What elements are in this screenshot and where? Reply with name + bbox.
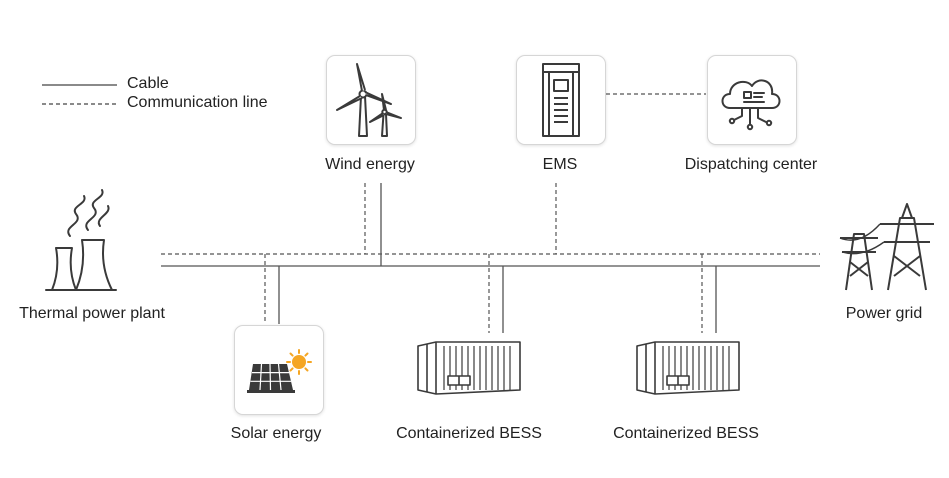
solar-energy-box	[234, 325, 324, 415]
solar-panel-icon	[247, 349, 312, 393]
legend-communication-label: Communication line	[127, 94, 268, 111]
transmission-tower-icon	[839, 203, 934, 291]
thermal-power-plant-label: Thermal power plant	[19, 305, 165, 322]
cooling-tower-icon	[45, 189, 117, 291]
ems-label: EMS	[542, 156, 578, 173]
bess2-label: Containerized BESS	[613, 425, 759, 442]
wind-energy-label: Wind energy	[325, 156, 415, 173]
shipping-container-icon	[417, 341, 521, 395]
shipping-container-icon	[636, 341, 740, 395]
cloud-server-icon	[721, 79, 781, 131]
bess1-label: Containerized BESS	[396, 425, 542, 442]
legend-cable-label: Cable	[127, 75, 169, 92]
wind-turbine-icon	[336, 63, 402, 137]
dispatching-center-box	[707, 55, 797, 145]
wind-energy-box	[326, 55, 416, 145]
ems-cabinet-icon	[542, 63, 580, 137]
power-grid-label: Power grid	[845, 305, 923, 322]
ems-box	[516, 55, 606, 145]
dispatching-center-label: Dispatching center	[684, 156, 818, 173]
solar-energy-label: Solar energy	[230, 425, 322, 442]
